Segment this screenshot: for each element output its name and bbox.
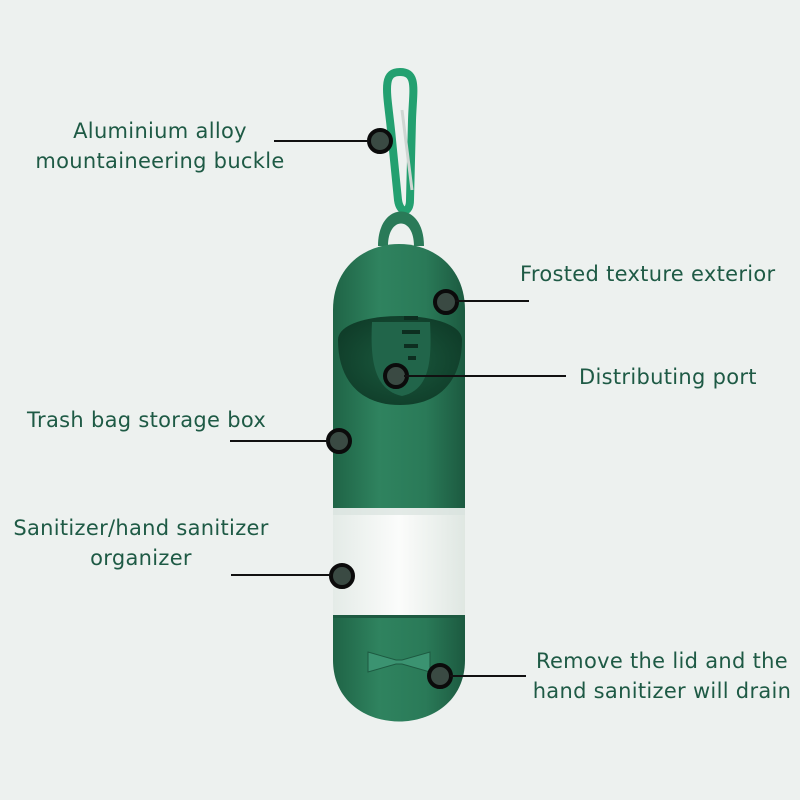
- callout-line-lid: [450, 675, 526, 677]
- hanging-loop: [378, 211, 424, 246]
- bag-print: [402, 316, 420, 360]
- label-port: Distributing port: [579, 365, 757, 389]
- callout-dot-buckle: [367, 128, 393, 154]
- callout-line-port: [404, 375, 566, 377]
- label-sanitizer-line1: Sanitizer/hand sanitizer: [13, 516, 269, 540]
- label-storage: Trash bag storage box: [27, 408, 267, 432]
- label-lid-line1: Remove the lid and the: [536, 649, 788, 673]
- label-buckle: Aluminium alloy mountaineering buckle: [10, 116, 310, 176]
- callout-dot-sanitizer: [329, 563, 355, 589]
- callout-line-exterior: [455, 300, 529, 302]
- label-sanitizer-line2: organizer: [90, 546, 192, 570]
- callout-line-sanitizer: [231, 574, 331, 576]
- label-lid-line2: hand sanitizer will drain: [532, 679, 792, 703]
- carabiner-clip: [383, 68, 418, 215]
- label-sanitizer: Sanitizer/hand sanitizer organizer: [8, 513, 274, 573]
- label-buckle-line1: Aluminium alloy: [73, 119, 247, 143]
- clear-organizer-section: [333, 505, 465, 615]
- label-lid: Remove the lid and the hand sanitizer wi…: [526, 646, 798, 706]
- label-exterior: Frosted texture exterior: [520, 262, 776, 286]
- label-buckle-line2: mountaineering buckle: [35, 149, 285, 173]
- callout-dot-exterior: [433, 289, 459, 315]
- callout-line-buckle: [274, 140, 369, 142]
- bottom-cap: [333, 612, 465, 722]
- callout-line-storage: [230, 440, 330, 442]
